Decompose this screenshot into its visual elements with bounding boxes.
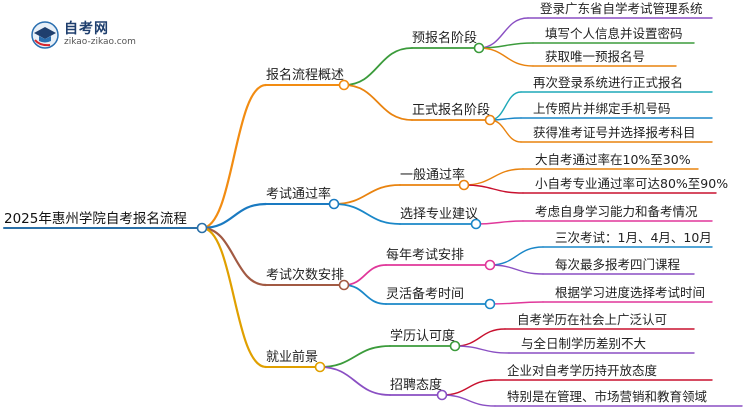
leaf-label: 企业对自考学历持开放态度 <box>507 363 658 378</box>
leaf-connector <box>441 394 496 407</box>
branch-label: 就业前景 <box>266 350 319 365</box>
logo-url: zikao-zikao.com <box>64 37 136 47</box>
leaf-connector <box>475 220 524 225</box>
sub-connector <box>319 345 391 368</box>
leaf-label: 自考学历在社会上广泛认可 <box>517 312 668 327</box>
leaf-connector <box>489 91 522 121</box>
sub-collapse-toggle[interactable] <box>470 218 482 230</box>
leaf-label: 获得准考证号并选择报考科目 <box>533 125 696 140</box>
leaf-connector <box>478 47 534 67</box>
leaf-label: 填写个人信息并设置密码 <box>545 26 683 41</box>
sub-collapse-toggle[interactable] <box>484 114 496 126</box>
sub-collapse-toggle[interactable] <box>484 298 496 310</box>
leaf-connector <box>489 264 544 275</box>
leaf-connector <box>441 379 496 396</box>
sub-branch-label: 学历认可度 <box>390 329 456 344</box>
sub-collapse-toggle[interactable] <box>458 179 470 191</box>
sub-connector <box>343 264 387 286</box>
root-node-label: 2025年惠州学院自考报名流程 <box>4 211 187 227</box>
leaf-label: 上传照片并绑定手机号码 <box>533 101 671 116</box>
leaf-connector <box>489 119 522 143</box>
sub-connector <box>343 284 387 305</box>
sub-connector <box>343 84 413 121</box>
leaf-label: 大自考通过率在10%至30% <box>535 152 691 167</box>
branch-collapse-toggle[interactable] <box>328 198 340 210</box>
sub-branch-label: 一般通过率 <box>400 168 466 183</box>
sub-branch-label: 灵活备考时间 <box>386 287 465 302</box>
branch-connector <box>200 83 268 230</box>
sub-branch-label: 每年考试安排 <box>386 248 465 263</box>
sub-collapse-toggle[interactable] <box>436 389 448 401</box>
sub-collapse-toggle[interactable] <box>473 42 485 54</box>
branch-collapse-toggle[interactable] <box>338 279 350 291</box>
branch-label: 考试次数安排 <box>266 268 345 283</box>
root-collapse-toggle[interactable] <box>196 222 208 234</box>
leaf-label: 每次最多报考四门课程 <box>555 257 681 272</box>
branch-connector <box>200 226 268 287</box>
leaf-connector <box>489 246 544 266</box>
branch-collapse-toggle[interactable] <box>314 361 326 373</box>
sub-branch-label: 正式报名阶段 <box>412 103 491 118</box>
sub-branch-label: 选择专业建议 <box>400 207 479 222</box>
leaf-label: 与全日制学历差别不大 <box>521 336 647 351</box>
branch-label: 考试通过率 <box>266 187 332 202</box>
sub-branch-label: 预报名阶段 <box>412 31 478 46</box>
branch-connector <box>200 226 268 369</box>
leaf-connector <box>463 168 524 186</box>
leaf-label: 获取唯一预报名号 <box>545 49 646 64</box>
leaf-label: 再次登录系统进行正式报名 <box>533 75 684 90</box>
leaf-label: 三次考试：1月、4月、10月 <box>555 230 712 245</box>
sub-connector <box>319 366 391 396</box>
leaf-connector <box>478 17 529 49</box>
sub-connector <box>343 47 413 86</box>
leaf-label: 特别是在管理、市场营销和教育领域 <box>507 389 708 404</box>
branch-connector <box>200 202 268 230</box>
branch-label: 报名流程概述 <box>266 68 345 83</box>
site-logo: 自考网 zikao-zikao.com <box>30 18 170 52</box>
graduation-cap-icon <box>31 21 59 49</box>
logo-name: 自考网 <box>64 21 109 37</box>
leaf-label: 小自考专业通过率可达80%至90% <box>535 176 729 191</box>
sub-connector <box>333 184 401 205</box>
branch-collapse-toggle[interactable] <box>338 79 350 91</box>
sub-collapse-toggle[interactable] <box>484 259 496 271</box>
leaf-connector <box>478 42 534 49</box>
leaf-connector <box>454 345 510 354</box>
leaf-label: 考虑自身学习能力和备考情况 <box>535 204 698 219</box>
leaf-connector <box>463 184 524 194</box>
sub-collapse-toggle[interactable] <box>449 340 461 352</box>
sub-branch-label: 招聘态度 <box>390 378 443 393</box>
leaf-label: 根据学习进度选择考试时间 <box>555 285 706 300</box>
leaf-connector <box>489 301 544 305</box>
leaf-connector <box>454 328 506 347</box>
sub-connector <box>333 203 401 225</box>
leaf-label: 登录广东省自学考试管理系统 <box>540 1 703 16</box>
